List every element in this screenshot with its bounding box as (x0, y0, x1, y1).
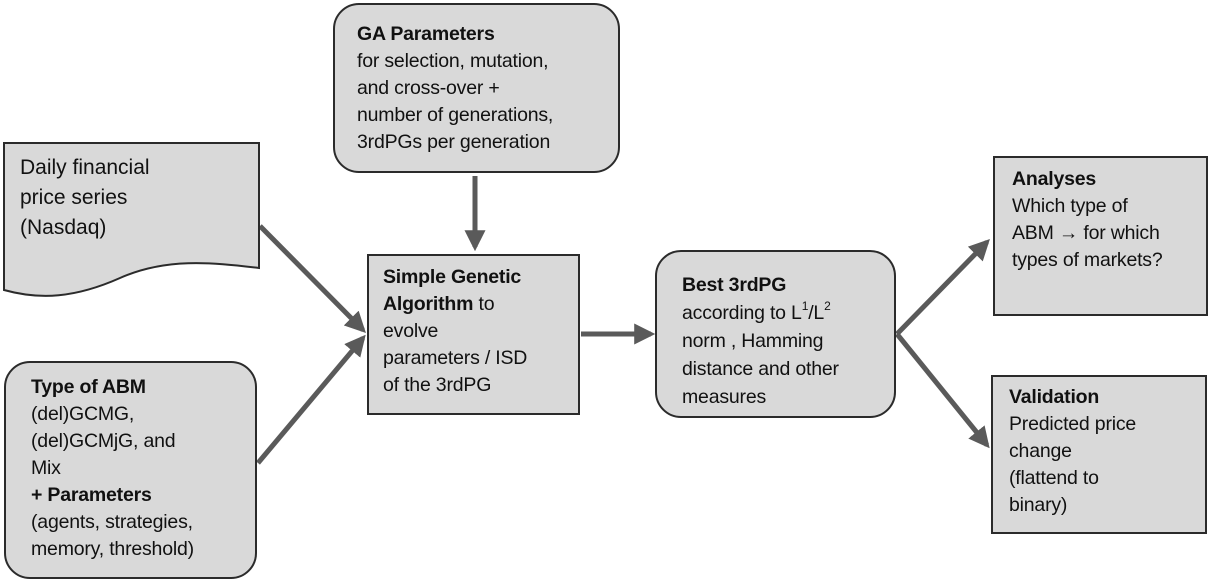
analyses-box: Analyses Which type of ABM → for which t… (993, 156, 1208, 316)
sga-title-rest: to (473, 293, 495, 315)
price-series-title: Daily financial (20, 156, 150, 179)
ga-parameters-line: and cross-over + (357, 77, 500, 99)
ga-parameters-line: number of generations, (357, 104, 554, 126)
analyses-line: types of markets? (1012, 249, 1163, 271)
simple-genetic-algorithm-box: Simple Genetic Algorithm to evolve param… (367, 254, 580, 415)
price-series-box: Daily financial price series (Nasdaq) (20, 153, 150, 243)
analyses-title: Analyses (1012, 168, 1097, 190)
validation-box: Validation Predicted price change (flatt… (991, 375, 1207, 534)
ga-parameters-box: GA Parameters for selection, mutation, a… (333, 3, 620, 173)
price-series-title: price series (20, 186, 128, 209)
validation-line: (flattend to (1009, 467, 1099, 489)
best-norm-mid: /L (808, 302, 825, 324)
abm-type-line: Mix (31, 457, 61, 479)
sga-title-bold: Algorithm (383, 293, 474, 315)
best-norm-prefix: according to L (682, 302, 802, 324)
arrow-best-to-validation (895, 332, 990, 449)
abm-type-line: (del)GCMG, (31, 403, 135, 425)
arrow-abm-to-sga (256, 334, 366, 465)
abm-type-box: Type of ABM (del)GCMG, (del)GCMjG, and M… (4, 361, 257, 579)
ga-parameters-title: GA Parameters (357, 23, 495, 45)
abm-type-title: Type of ABM (31, 376, 146, 398)
sga-line: evolve (383, 320, 439, 342)
sga-line: of the 3rdPG (383, 374, 492, 396)
abm-parameters-line: memory, threshold) (31, 538, 194, 560)
price-series-source: (Nasdaq) (20, 216, 107, 239)
analyses-line: ABM → for which (1012, 222, 1160, 244)
sga-title-line2: Algorithm to (383, 291, 578, 318)
best-3rdpg-title: Best 3rdPG (682, 274, 787, 296)
analyses-line: Which type of (1012, 195, 1128, 217)
arrow-price-to-sga (258, 224, 366, 333)
abm-parameters-line: (agents, strategies, (31, 511, 193, 533)
validation-line: Predicted price (1009, 413, 1137, 435)
best-norm-sup2: 2 (824, 298, 831, 313)
best-3rdpg-line: distance and other (682, 358, 839, 380)
validation-title: Validation (1009, 386, 1100, 408)
ga-parameters-line: 3rdPGs per generation (357, 131, 551, 153)
arrow-best-to-analyses (895, 238, 990, 336)
best-3rdpg-box: Best 3rdPG according to L1/L2 norm , Ham… (655, 250, 896, 418)
validation-line: change (1009, 440, 1072, 462)
validation-line: binary) (1009, 494, 1068, 516)
best-3rdpg-line: measures (682, 386, 767, 408)
best-3rdpg-line: norm , Hamming (682, 330, 824, 352)
best-norm-sup1: 1 (801, 298, 809, 313)
ga-parameters-line: for selection, mutation, (357, 50, 549, 72)
abm-type-line: (del)GCMjG, and (31, 430, 176, 452)
sga-title: Simple Genetic (383, 266, 522, 288)
abm-parameters-title: + Parameters (31, 484, 152, 506)
best-3rdpg-norm-line: according to L1/L2 (682, 299, 894, 327)
sga-line: parameters / ISD (383, 347, 528, 369)
